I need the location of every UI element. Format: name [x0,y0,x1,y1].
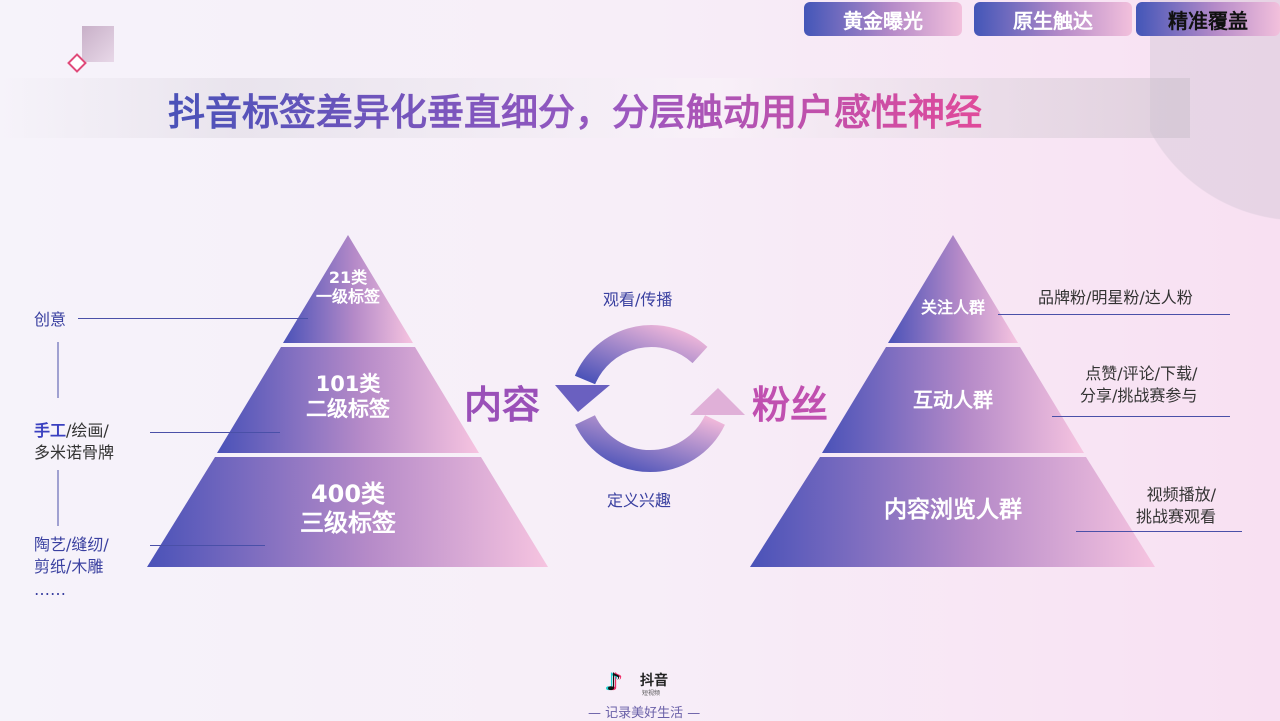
left-layer-2: 101类二级标签 [306,372,390,422]
arrow-head-right [690,388,745,415]
cycle-bottom-label: 定义兴趣 [607,491,672,510]
right-layer-1: 关注人群 [920,298,985,317]
page-title: 抖音标签差异化垂直细分，分层触动用户感性神经 [168,82,982,136]
arrow-head-left [555,385,610,412]
right-layer-2: 互动人群 [913,388,993,412]
label-interact: 点赞/评论/下载/分享/挑战赛参与 [1080,364,1198,406]
left-layer-1: 21类一级标签 [315,268,380,307]
title-band [0,78,1190,138]
left-pyramid [147,235,548,567]
label-browse: 视频播放/挑战赛观看 [1136,485,1217,527]
cycle-content: 内容 [464,383,541,427]
douyin-logo-icon: ♪ [606,668,622,696]
label-crafts: 陶艺/缝纫/剪纸/木雕…… [34,535,109,599]
left-layer-3: 400类三级标签 [300,480,396,537]
footer-slogan: — 记录美好生活 — [588,706,701,721]
deco-square [82,26,114,62]
tab-precise-coverage[interactable]: 精准覆盖 [1136,2,1280,36]
label-handcraft: 手工/绘画/多米诺骨牌 [34,421,115,463]
label-creative: 创意 [34,310,67,329]
cycle-top-label: 观看/传播 [603,290,673,309]
cycle-fans: 粉丝 [752,383,829,427]
footer-brand-sub: 短视频 [642,690,661,697]
deco-circle [1150,0,1280,220]
tab-golden-exposure[interactable]: 黄金曝光 [804,2,962,36]
tab-native-reach[interactable]: 原生触达 [974,2,1132,36]
right-pyramid [750,235,1155,567]
label-follow: 品牌粉/明星粉/达人粉 [1038,288,1193,307]
footer-brand: 抖音 [640,673,668,689]
cycle-arrows [574,325,725,472]
right-layer-3: 内容浏览人群 [884,497,1022,523]
